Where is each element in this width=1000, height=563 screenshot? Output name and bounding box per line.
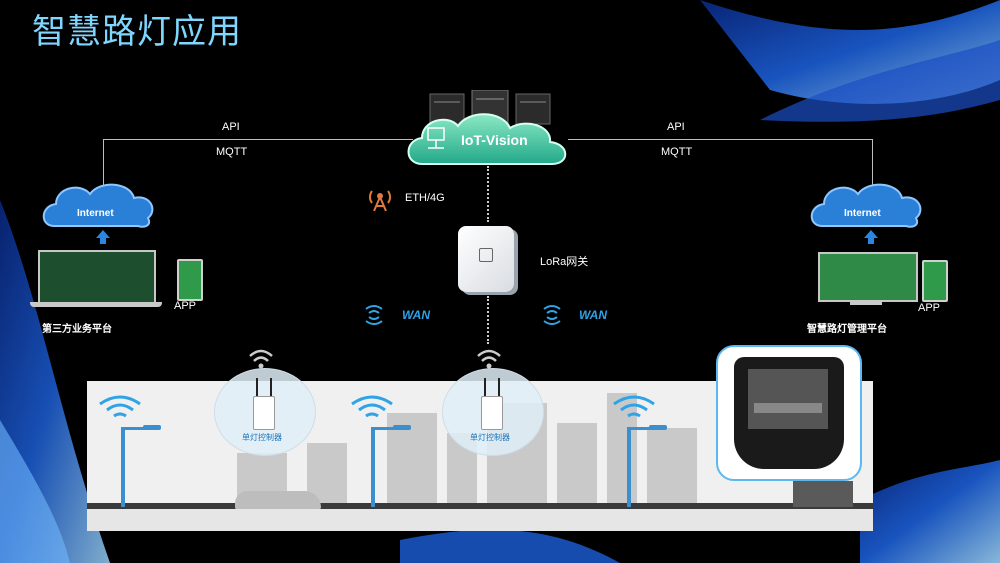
single-lamp-controller-2: [481, 396, 503, 430]
iot-vision-label: IoT-Vision: [461, 132, 528, 148]
mqtt-label-left: MQTT: [216, 146, 248, 158]
control-cabinet-photo: [716, 345, 862, 481]
street-lamp-arm: [121, 427, 149, 430]
street-lamp-head: [393, 425, 411, 430]
road-curb: [87, 503, 873, 509]
wan-label-left: WAN: [402, 308, 430, 322]
signal-icon-controller-1: [249, 349, 273, 369]
street-lamp-head: [649, 425, 667, 430]
laptop-dashboard-left: [38, 250, 156, 304]
phone-app-right: [922, 260, 948, 302]
platform-label-right: 智慧路灯管理平台: [807, 324, 887, 335]
link-gateway-controllers: [487, 296, 489, 344]
street-lamp-arm: [371, 427, 399, 430]
street-lamp-head: [143, 425, 161, 430]
cell-tower-icon: [369, 190, 391, 211]
phone-app-left: [177, 259, 203, 301]
building-silhouette: [647, 428, 697, 503]
link-line-right: [568, 139, 872, 140]
wifi-icon-lamp-3: [613, 395, 655, 418]
upload-arrow-icon-right: [864, 230, 878, 238]
controller-bubble-1: [214, 368, 316, 456]
upload-arrow-stem-right: [868, 238, 874, 244]
lora-gateway-device: [458, 226, 514, 292]
control-cabinet: [793, 481, 853, 507]
internet-cloud-icon-left: [42, 183, 154, 228]
server-rack-icon: [429, 90, 551, 125]
wan-label-right: WAN: [579, 308, 607, 322]
cabinet-equipment: [748, 369, 828, 429]
app-label-left: APP: [174, 300, 197, 312]
street-lamp-pole: [121, 429, 125, 507]
link-line-left-down: [103, 139, 104, 189]
street-lamp-arm: [627, 427, 655, 430]
page-title: 智慧路灯应用: [32, 12, 242, 52]
upload-arrow-stem-left: [100, 238, 106, 244]
api-label-right: API: [667, 121, 685, 133]
antenna: [484, 378, 486, 396]
antenna: [498, 378, 500, 396]
antenna: [256, 378, 258, 396]
street-lamp-pole: [371, 429, 375, 507]
wifi-icon-wan-right: [543, 305, 561, 325]
eth-4g-label: ETH/4G: [405, 192, 445, 204]
internet-label-left: Internet: [77, 208, 114, 219]
link-line-left: [103, 139, 413, 140]
link-cloud-gateway: [487, 166, 489, 222]
iot-vision-cloud-icon: [407, 113, 567, 165]
building-silhouette: [607, 393, 637, 503]
laptop-base-left: [30, 302, 162, 307]
single-lamp-controller-1: [253, 396, 275, 430]
monitor-dashboard-right: [818, 252, 918, 302]
upload-arrow-icon-left: [96, 230, 110, 238]
wifi-icon-wan-left: [365, 305, 383, 325]
antenna: [270, 378, 272, 396]
car-silhouette: [235, 491, 321, 509]
wifi-icon-lamp-2: [351, 395, 393, 418]
controller-label-1: 单灯控制器: [242, 433, 282, 442]
building-silhouette: [557, 423, 597, 503]
gateway-logo-icon: [479, 248, 493, 262]
controller-label-2: 单灯控制器: [470, 433, 510, 442]
internet-cloud-icon-right: [810, 183, 922, 228]
road: [87, 509, 873, 531]
wifi-icon-lamp-1: [99, 395, 141, 418]
platform-label-left: 第三方业务平台: [42, 324, 112, 335]
app-label-right: APP: [918, 302, 941, 314]
mqtt-label-right: MQTT: [661, 146, 693, 158]
api-label-left: API: [222, 121, 240, 133]
link-line-right-down: [872, 139, 873, 189]
street-lamp-pole: [627, 429, 631, 507]
internet-label-right: Internet: [844, 208, 881, 219]
signal-icon-controller-2: [477, 349, 501, 369]
monitor-stand-right: [850, 300, 882, 305]
lora-gateway-label: LoRa网关: [540, 256, 589, 268]
cabinet-shelf: [754, 403, 822, 413]
